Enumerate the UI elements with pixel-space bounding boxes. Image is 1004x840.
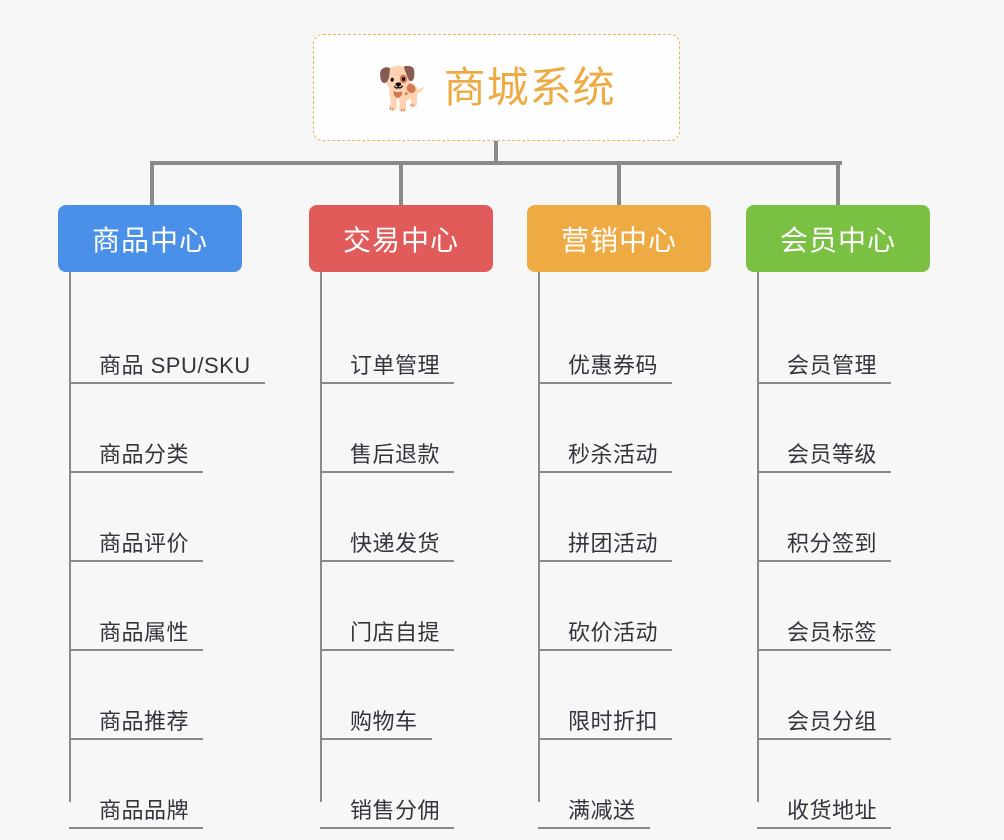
leaf-item-label: 会员分组 <box>787 709 878 734</box>
category-label: 会员中心 <box>779 224 896 256</box>
leaf-underline: 门店自提 <box>320 620 455 651</box>
leaf-underline: 满减送 <box>538 800 650 829</box>
branch-stem <box>757 272 759 802</box>
leaf-underline: 售后退款 <box>320 442 455 473</box>
category-box-product-center[interactable]: 商品中心 <box>58 205 242 272</box>
leaf-underline: 商品品牌 <box>69 798 204 829</box>
branch-column-product-center: 商品中心商品 SPU/SKU 商品分类商品评价商品属性商品推荐商品品牌 <box>58 205 265 829</box>
leaf-underline: 快递发货 <box>320 531 455 562</box>
branch-column-trade-center: 交易中心订单管理售后退款快递发货门店自提购物车销售分佣 <box>309 205 493 829</box>
category-box-marketing-center[interactable]: 营销中心 <box>527 205 711 272</box>
connector-drop-product-center <box>150 161 154 207</box>
leaf-underline: 积分签到 <box>757 531 892 562</box>
leaf-underline: 商品评价 <box>69 531 204 562</box>
leaf-item-label: 会员标签 <box>787 620 878 645</box>
leaf-item-label: 快递发货 <box>350 531 441 556</box>
leaf-underline: 商品属性 <box>69 620 204 651</box>
leaf-item-label: 砍价活动 <box>568 620 659 645</box>
leaf-item-label: 秒杀活动 <box>568 442 659 467</box>
branch-stem <box>538 272 540 802</box>
connector-drop-marketing-center <box>617 161 621 207</box>
leaf-item-label: 订单管理 <box>350 353 441 378</box>
branch-stem <box>69 272 71 802</box>
leaf-item-label: 售后退款 <box>350 442 441 467</box>
category-box-trade-center[interactable]: 交易中心 <box>309 205 493 272</box>
branch-column-marketing-center: 营销中心优惠券码秒杀活动拼团活动砍价活动限时折扣满减送 <box>527 205 711 829</box>
leaf-item-label: 商品属性 <box>99 620 190 645</box>
leaf-item-label: 优惠券码 <box>568 353 659 378</box>
root-node-label: 商城系统 <box>443 63 616 111</box>
connector-trunk <box>494 141 498 165</box>
branch-column-member-center: 会员中心会员管理会员等级积分签到会员标签会员分组收货地址 <box>746 205 930 829</box>
leaf-item-label: 拼团活动 <box>568 531 659 556</box>
leaf-item-label: 销售分佣 <box>350 798 441 823</box>
root-node-mall-system[interactable]: 🐕 商城系统 <box>313 34 680 141</box>
branch-stem <box>320 272 322 802</box>
leaf-item-label: 会员管理 <box>787 353 878 378</box>
leaf-item-label: 购物车 <box>350 709 418 734</box>
category-label: 营销中心 <box>560 224 677 256</box>
leaf-underline: 商品分类 <box>69 442 204 473</box>
category-label: 交易中心 <box>342 224 459 256</box>
leaf-underline: 会员等级 <box>757 442 892 473</box>
leaf-underline: 订单管理 <box>320 353 455 384</box>
leaf-underline: 优惠券码 <box>538 353 673 384</box>
leaf-underline: 销售分佣 <box>320 798 455 829</box>
leaf-underline: 秒杀活动 <box>538 442 673 473</box>
category-label: 商品中心 <box>91 224 208 256</box>
leaf-item-label: 门店自提 <box>350 620 441 645</box>
leaf-underline: 购物车 <box>320 711 432 740</box>
leaf-underline: 商品推荐 <box>69 709 204 740</box>
leaf-underline: 会员分组 <box>757 709 892 740</box>
shiba-dog-face-icon: 🐕 <box>377 64 430 112</box>
leaf-item-label: 商品推荐 <box>99 709 190 734</box>
category-box-member-center[interactable]: 会员中心 <box>746 205 930 272</box>
leaf-item-label: 商品品牌 <box>99 798 190 823</box>
leaf-item-label: 商品 SPU/SKU <box>99 353 251 378</box>
leaf-underline: 限时折扣 <box>538 709 673 740</box>
leaf-item-label: 商品评价 <box>99 531 190 556</box>
connector-drop-member-center <box>836 161 840 207</box>
leaf-item-label: 会员等级 <box>787 442 878 467</box>
leaf-item-label: 商品分类 <box>99 442 190 467</box>
leaf-item-label: 满减送 <box>568 798 636 823</box>
leaf-underline: 会员标签 <box>757 620 892 651</box>
leaf-item-label: 限时折扣 <box>568 709 659 734</box>
connector-drop-trade-center <box>399 161 403 207</box>
leaf-underline: 商品 SPU/SKU <box>69 355 265 384</box>
leaf-underline: 拼团活动 <box>538 531 673 562</box>
leaf-underline: 收货地址 <box>757 798 892 829</box>
leaf-item-label: 收货地址 <box>787 798 878 823</box>
leaf-underline: 砍价活动 <box>538 620 673 651</box>
leaf-underline: 会员管理 <box>757 353 892 384</box>
connector-horizontal-bar <box>150 161 842 165</box>
leaf-item-label: 积分签到 <box>787 531 878 556</box>
